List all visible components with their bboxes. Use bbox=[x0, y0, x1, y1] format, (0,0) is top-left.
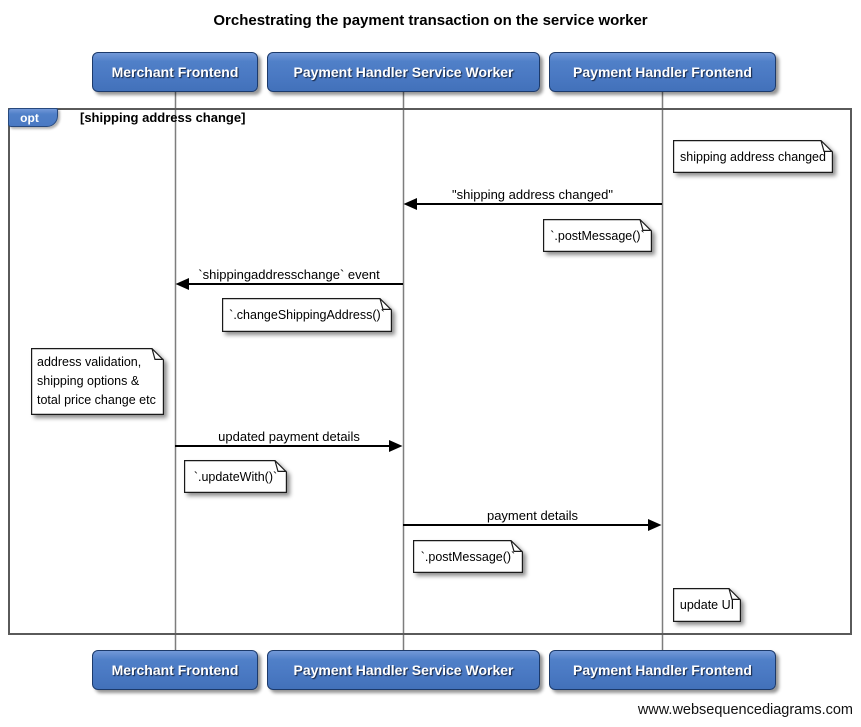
note-shipping-address-changed: shipping address changed bbox=[673, 140, 833, 173]
opt-operator-tab: opt bbox=[8, 108, 58, 127]
actor-payment-handler-service-worker-top: Payment Handler Service Worker bbox=[267, 52, 540, 92]
note-text: `.postMessage()` bbox=[420, 549, 516, 564]
note-folded-corner-background bbox=[222, 298, 392, 332]
note-folded-corner-background bbox=[543, 219, 652, 252]
actor-label: Payment Handler Service Worker bbox=[293, 662, 514, 678]
message-label-shippingaddresschange-event: `shippingaddresschange` event bbox=[198, 267, 380, 282]
note-folded-corner-background bbox=[673, 588, 741, 622]
note-text: `.postMessage()` bbox=[550, 228, 645, 243]
actor-label: Merchant Frontend bbox=[111, 64, 239, 80]
note-text: update UI bbox=[679, 598, 735, 612]
opt-operator-label: opt bbox=[20, 110, 39, 125]
message-label-payment-details: payment details bbox=[486, 508, 579, 523]
note-text: `.updateWith()` bbox=[193, 469, 278, 484]
actor-payment-handler-frontend-top: Payment Handler Frontend bbox=[549, 52, 776, 92]
note-postmessage-2: `.postMessage()` bbox=[413, 540, 523, 573]
note-update-ui: update UI bbox=[673, 588, 741, 622]
note-folded-corner-background bbox=[31, 348, 164, 415]
actor-payment-handler-service-worker-bottom: Payment Handler Service Worker bbox=[267, 650, 540, 690]
watermark: www.websequencediagrams.com bbox=[637, 702, 853, 718]
arrowhead-right-icon bbox=[389, 440, 403, 452]
actor-label: Payment Handler Frontend bbox=[573, 662, 752, 678]
message-arrow-1 bbox=[403, 198, 662, 210]
note-text: `.changeShippingAddress()` bbox=[229, 308, 385, 322]
message-arrow-2 bbox=[175, 278, 403, 290]
actor-label: Payment Handler Service Worker bbox=[293, 64, 514, 80]
message-label-shipping-address-changed: "shipping address changed" bbox=[451, 187, 613, 202]
actor-payment-handler-frontend-bottom: Payment Handler Frontend bbox=[549, 650, 776, 690]
arrowhead-right-icon bbox=[648, 519, 662, 531]
note-folded-corner-background bbox=[413, 540, 523, 573]
actor-merchant-frontend-bottom: Merchant Frontend bbox=[92, 650, 258, 690]
actor-label: Payment Handler Frontend bbox=[573, 64, 752, 80]
actor-merchant-frontend-top: Merchant Frontend bbox=[92, 52, 258, 92]
opt-fragment-frame bbox=[8, 108, 852, 635]
message-arrow-4 bbox=[403, 519, 662, 531]
note-changeshippingaddress: `.changeShippingAddress()` bbox=[222, 298, 392, 332]
diagram-title: Orchestrating the payment transaction on… bbox=[213, 12, 648, 29]
note-folded-corner-background bbox=[184, 460, 287, 493]
message-arrow-3 bbox=[175, 440, 403, 452]
actor-label: Merchant Frontend bbox=[111, 662, 239, 678]
note-text: shipping address changed bbox=[680, 149, 826, 164]
note-updatewith: `.updateWith()` bbox=[184, 460, 287, 493]
note-address-validation: address validation, shipping options & t… bbox=[31, 348, 164, 415]
arrowhead-left-icon bbox=[403, 198, 417, 210]
note-postmessage-1: `.postMessage()` bbox=[543, 219, 652, 252]
arrowhead-left-icon bbox=[175, 278, 189, 290]
fragment-guard-label: [shipping address change] bbox=[80, 110, 246, 125]
note-folded-corner-background bbox=[673, 140, 833, 173]
note-text: address validation, shipping options & t… bbox=[37, 355, 156, 407]
message-label-updated-payment-details: updated payment details bbox=[218, 429, 360, 444]
